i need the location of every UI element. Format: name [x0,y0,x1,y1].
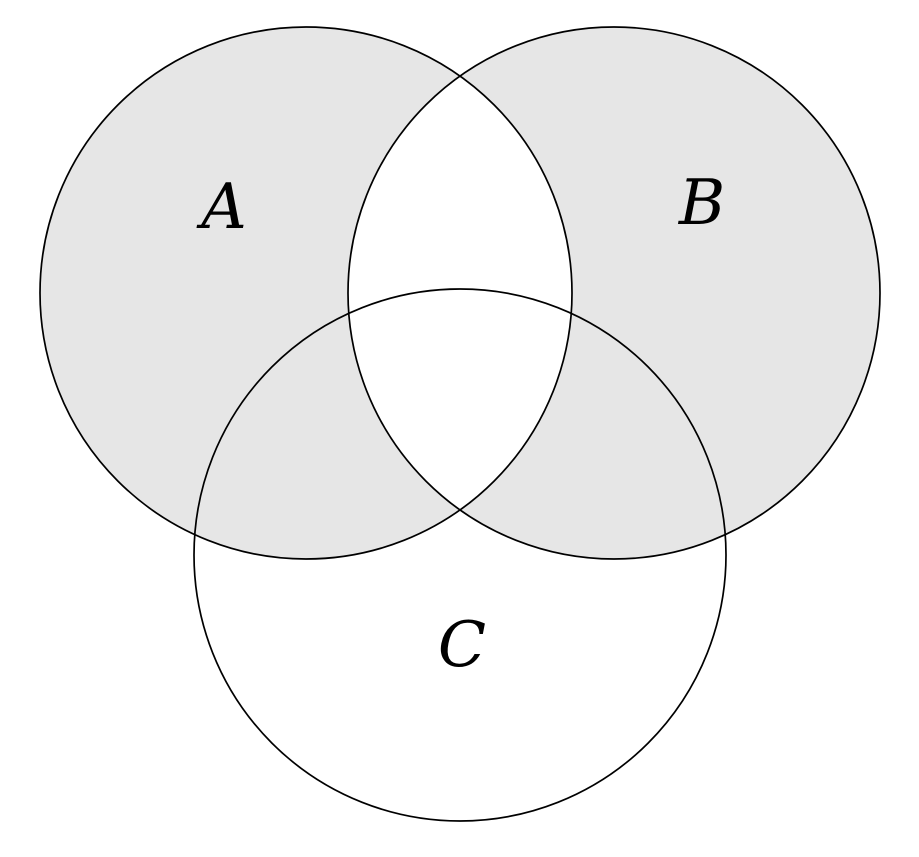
shaded-symmetric-difference-region [40,27,880,559]
circle-a-outline [39,26,573,560]
label-set-b: B [678,166,725,239]
circle-b-outline [347,26,881,560]
label-set-c: C [438,608,486,681]
circle-c-outline [193,288,727,822]
label-set-a: A [196,170,247,243]
